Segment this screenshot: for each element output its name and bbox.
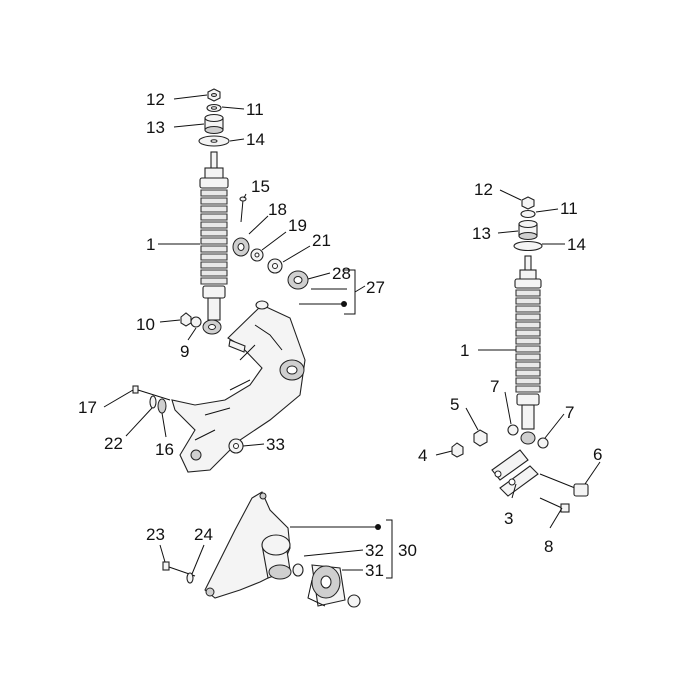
callout-1-left: 1 bbox=[146, 235, 155, 254]
swingarm-icon bbox=[171, 300, 306, 473]
callout-30-bracket: 30 bbox=[398, 541, 417, 560]
callout-13-right: 13 bbox=[472, 224, 491, 243]
callout-6-right: 6 bbox=[593, 445, 602, 464]
callout-12-left: 12 bbox=[146, 90, 165, 109]
callout-24-bracket: 24 bbox=[194, 525, 213, 544]
shock-absorber-icon bbox=[514, 255, 542, 445]
nut-icon bbox=[157, 398, 167, 414]
washer-icon bbox=[520, 209, 536, 219]
bushing-icon bbox=[287, 270, 309, 290]
callout-9-left: 9 bbox=[180, 342, 189, 361]
callout-27-left: 27 bbox=[366, 278, 385, 297]
callout-28-left: 28 bbox=[332, 264, 351, 283]
bolt-icon bbox=[539, 497, 570, 513]
bolt-icon bbox=[239, 196, 247, 223]
callout-10-left: 10 bbox=[136, 315, 155, 334]
bracket-assembly bbox=[162, 491, 361, 608]
washer-icon bbox=[292, 563, 304, 577]
callout-19-left: 19 bbox=[288, 216, 307, 235]
nut-icon bbox=[473, 429, 488, 447]
washer-icon bbox=[537, 437, 549, 449]
nut-icon bbox=[180, 312, 192, 327]
nut-icon bbox=[207, 88, 221, 102]
callout-labels: 12 11 13 14 15 1 18 19 21 28 27 10 9 17 … bbox=[78, 90, 602, 580]
callout-11-right: 11 bbox=[560, 199, 578, 218]
nut-icon bbox=[521, 196, 535, 210]
callout-12-right: 12 bbox=[474, 180, 493, 199]
bushing-icon bbox=[261, 534, 292, 580]
reference-dot-icon bbox=[341, 301, 347, 307]
bushing-icon bbox=[518, 219, 538, 240]
left-shock-assembly bbox=[132, 88, 309, 473]
callout-14-right: 14 bbox=[567, 235, 586, 254]
nut-icon bbox=[451, 442, 464, 458]
callout-18-left: 18 bbox=[268, 200, 287, 219]
washer-icon bbox=[513, 240, 543, 252]
bolt-icon bbox=[132, 385, 171, 401]
silent-block-icon bbox=[307, 564, 346, 607]
callout-14-left: 14 bbox=[246, 130, 265, 149]
callout-32-bracket: 32 bbox=[365, 541, 384, 560]
washer-icon bbox=[250, 248, 264, 262]
bracket-icon bbox=[491, 449, 539, 497]
leader-lines bbox=[103, 94, 601, 579]
callout-16-left: 16 bbox=[155, 440, 174, 459]
right-shock-assembly bbox=[451, 196, 589, 513]
bolt-icon bbox=[539, 473, 589, 497]
callout-7-right-a: 7 bbox=[490, 377, 499, 396]
callout-8-right: 8 bbox=[544, 537, 553, 556]
callout-23-bracket: 23 bbox=[146, 525, 165, 544]
washer-icon bbox=[228, 438, 244, 454]
washer-icon bbox=[206, 103, 222, 113]
callout-22-left: 22 bbox=[104, 434, 123, 453]
callout-15-left: 15 bbox=[251, 177, 270, 196]
callout-33-left: 33 bbox=[266, 435, 285, 454]
washer-icon bbox=[149, 395, 157, 409]
shock-absorber-icon bbox=[199, 151, 229, 335]
callout-31-bracket: 31 bbox=[365, 561, 384, 580]
callout-3-right: 3 bbox=[504, 509, 513, 528]
callout-7-right-b: 7 bbox=[565, 403, 574, 422]
callout-5-right: 5 bbox=[450, 395, 459, 414]
bushing-icon bbox=[204, 113, 224, 134]
reference-dot-icon bbox=[375, 524, 381, 530]
bushing-icon bbox=[232, 237, 250, 257]
callout-13-left: 13 bbox=[146, 118, 165, 137]
callout-21-left: 21 bbox=[312, 231, 331, 250]
callout-11-left: 11 bbox=[246, 100, 264, 119]
callout-1-right: 1 bbox=[460, 341, 469, 360]
washer-icon bbox=[267, 258, 283, 274]
washer-icon bbox=[190, 316, 202, 328]
washer-icon bbox=[507, 424, 519, 436]
washer-icon bbox=[347, 594, 361, 608]
washer-icon bbox=[186, 572, 194, 584]
callout-4-right: 4 bbox=[418, 446, 427, 465]
washer-icon bbox=[198, 135, 230, 147]
callout-17-left: 17 bbox=[78, 398, 97, 417]
